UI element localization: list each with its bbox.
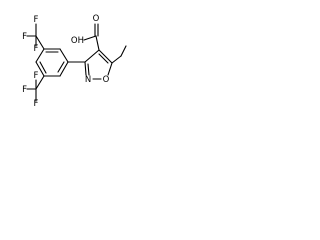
molecule-structure: OH O O N F F F F F F (22, 14, 127, 109)
bond-p6-p1-double (57, 61, 65, 73)
fluorine-top-up-label: F (34, 15, 39, 25)
bond-p3-p4 (35, 48, 45, 63)
bond-c4-ccooh (95, 35, 100, 51)
bond-c4-c5 (98, 49, 113, 64)
fluorine-top-left-label: F (22, 32, 27, 42)
bond-c5-methyl (111, 55, 122, 64)
bond-methyl-end (120, 45, 127, 57)
bond-c4-c5-double (98, 53, 109, 64)
bond-c-oh (83, 35, 97, 41)
ring-n-label: N (85, 75, 91, 85)
fluorine-bottom-up-label: F (34, 71, 39, 81)
bond-n2-c3-double (87, 63, 90, 76)
bond-c5-o1 (107, 62, 113, 76)
bond-p6-p1 (59, 61, 69, 77)
bond-p5-cf3 (35, 75, 45, 90)
fluorine-bottom-left-label: F (22, 85, 27, 95)
bond-c3-c4 (84, 49, 100, 63)
fluorine-bottom-down-label: F (34, 99, 39, 109)
fluorine-top-down-label: F (34, 44, 39, 54)
ring-o-label: O (103, 75, 110, 85)
bond-p4-p5 (35, 61, 45, 77)
bond-p4-p5-double (39, 61, 47, 74)
bond-p3-cf3 (35, 35, 45, 50)
bond-p1-p2 (59, 48, 69, 63)
oh-label: OH (71, 36, 84, 46)
bond-n2-c3 (84, 61, 87, 76)
carbonyl-o-label: O (93, 14, 100, 24)
